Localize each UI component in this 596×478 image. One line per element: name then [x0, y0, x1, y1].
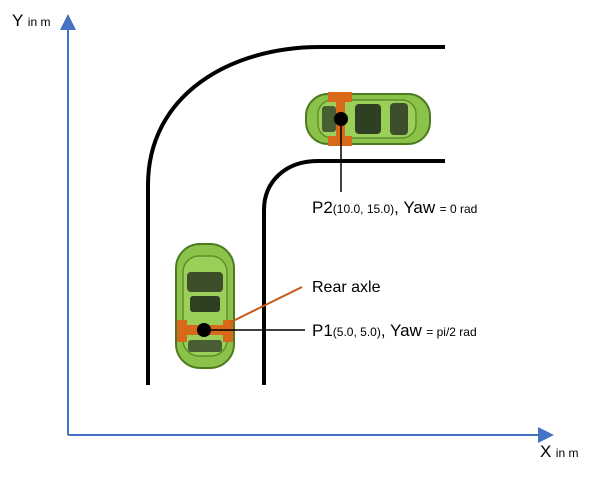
p2-label: P2(10.0, 15.0), Yaw = 0 rad	[312, 199, 477, 217]
road-inner-edge	[262, 159, 445, 385]
p1-rear-axle-point	[197, 323, 211, 337]
p1-coords: (5.0, 5.0)	[332, 325, 381, 339]
x-axis-label: X in m	[540, 443, 578, 461]
p2-coords: (10.0, 15.0)	[332, 202, 395, 216]
rear-axle-label: Rear axle	[312, 279, 381, 296]
y-axis-unit: in m	[27, 15, 51, 29]
rear-axle-leader-line	[230, 286, 303, 323]
p1-name: P1	[312, 321, 333, 340]
p2-yaw-value: = 0 rad	[439, 202, 478, 216]
car-p1	[175, 243, 235, 369]
p2-name: P2	[312, 198, 333, 217]
y-axis-label: Y in m	[12, 12, 50, 30]
p2-separator: ,	[394, 198, 399, 217]
road-outer-edge	[146, 45, 445, 385]
p2-yaw: Yaw	[403, 198, 436, 217]
p1-separator: ,	[380, 321, 386, 340]
car-p2	[305, 92, 431, 146]
p2-rear-axle-point	[334, 112, 348, 126]
p1-yaw-value: = pi/2 rad	[426, 325, 477, 339]
y-axis-letter: Y	[12, 11, 24, 30]
x-axis-unit: in m	[555, 446, 579, 460]
p1-label: P1(5.0, 5.0), Yaw = pi/2 rad	[312, 322, 477, 340]
p1-yaw: Yaw	[390, 321, 422, 340]
x-axis-letter: X	[540, 442, 552, 461]
